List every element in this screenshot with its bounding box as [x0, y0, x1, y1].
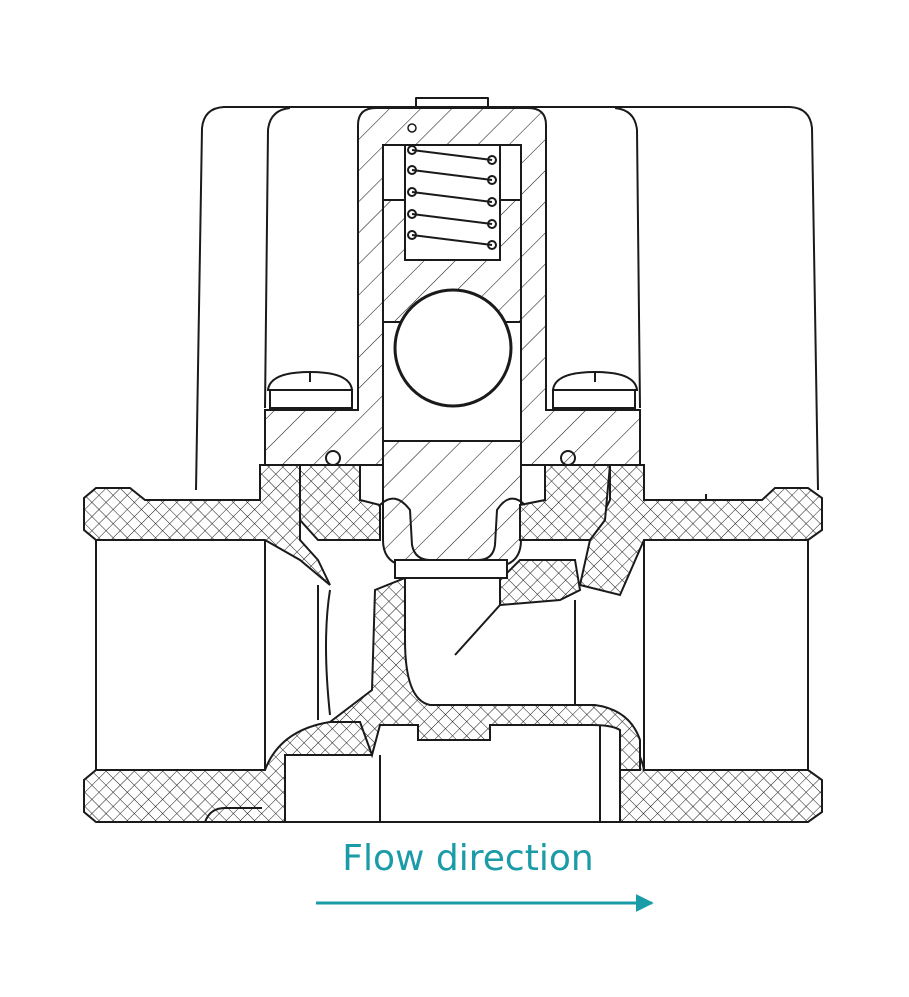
valve-body — [83, 464, 823, 823]
flow-channels — [95, 450, 809, 823]
spring — [407, 145, 497, 250]
flow-direction-label: Flow direction — [342, 838, 594, 879]
mounting-screws — [266, 370, 639, 409]
armature-tube — [264, 107, 641, 566]
